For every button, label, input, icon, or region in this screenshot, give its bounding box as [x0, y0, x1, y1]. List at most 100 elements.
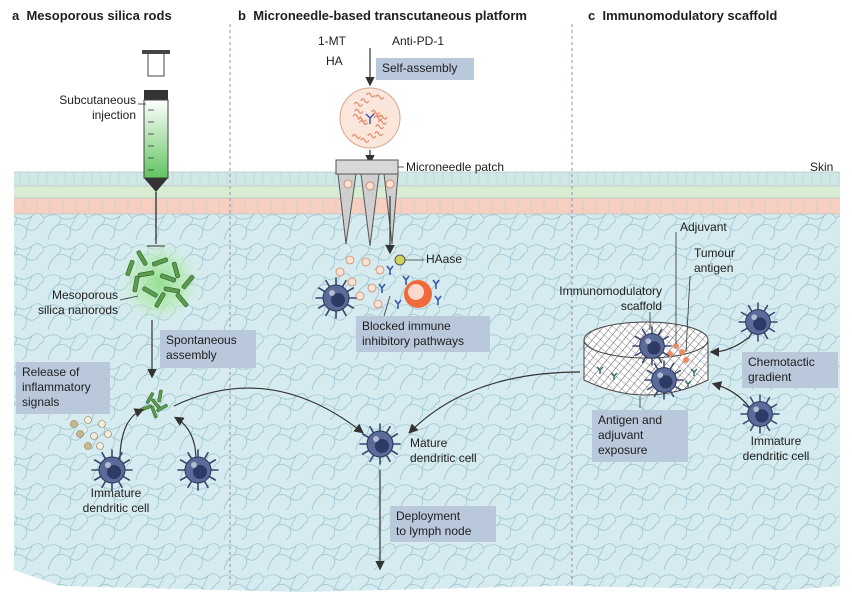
immature-dendritic-cell — [738, 302, 778, 342]
box-self-assembly: Self-assembly — [376, 58, 474, 80]
skin-layer — [14, 171, 840, 215]
nanorod-cluster — [125, 250, 195, 308]
tumour-cell — [404, 280, 432, 308]
label-anti-pd1: Anti-PD-1 — [392, 34, 445, 48]
panel-letter-a: a — [12, 8, 20, 23]
panel-title-b: Microneedle-based transcutaneous platfor… — [253, 8, 527, 23]
label-subcutaneous-injection: Subcutaneous injection — [59, 93, 136, 122]
nanorod-glow — [116, 238, 204, 326]
released-particle — [345, 255, 355, 265]
antibody — [394, 299, 402, 309]
nanorod — [142, 286, 158, 298]
box-deployment: Deployment to lymph node — [390, 506, 496, 542]
released-particle — [355, 291, 365, 301]
leader-blocked — [383, 295, 391, 317]
label-immature-dc-c: Immature dendritic cell — [742, 434, 810, 463]
label-1mt: 1-MT — [318, 34, 346, 48]
antigen — [596, 366, 604, 374]
released-particle — [347, 277, 357, 287]
panel-letter-b: b — [238, 8, 246, 23]
immature-dendritic-cell — [177, 449, 219, 491]
signal-molecule — [76, 430, 84, 438]
antibody — [402, 275, 410, 285]
nanorod — [132, 275, 140, 293]
label-adjuvant: Adjuvant — [680, 220, 727, 234]
box-spontaneous-assembly: Spontaneous assembly — [160, 330, 256, 368]
label-tumour-antigen: Tumour antigen — [694, 246, 735, 275]
panel-title-c: Immunomodulatory scaffold — [602, 8, 778, 23]
released-particle — [367, 283, 377, 293]
label-immuno-scaffold: Immunomodulatory scaffold — [559, 284, 662, 313]
nanorod — [154, 292, 166, 308]
antibody — [434, 295, 442, 305]
arrow-a-to-mature — [173, 387, 364, 434]
immature-dendritic-cell — [740, 394, 780, 434]
nanorod — [163, 286, 181, 294]
dendritic-cell — [632, 326, 672, 366]
label-ha: HA — [326, 54, 343, 68]
nanorod — [137, 270, 155, 278]
leader-nanorods — [119, 295, 139, 301]
box-release-signals: Release of inflammatory signals — [16, 362, 110, 414]
panel-a-header: a Mesoporous silica rods — [12, 8, 172, 23]
signal-molecule — [104, 430, 112, 438]
tissue-region — [14, 212, 840, 592]
panel-b-header: b Microneedle-based transcutaneous platf… — [238, 8, 527, 23]
arrow-a-right — [173, 416, 197, 461]
dendritic-cell — [315, 277, 357, 319]
label-mesoporous-nanorods: Mesoporous silica nanorods — [37, 288, 118, 317]
label-mature-dc: Mature dendritic cell — [410, 436, 477, 465]
leader-antigen — [685, 275, 691, 353]
haase-enzyme — [394, 254, 424, 266]
antibody — [432, 279, 440, 289]
nanorod — [156, 403, 168, 413]
box-antigen-exposure: Antigen and adjuvant exposure — [592, 410, 688, 462]
mature-dendritic-cell — [359, 423, 401, 465]
label-skin: Skin — [810, 160, 834, 174]
adjuvant-bead — [673, 343, 679, 349]
nanorod — [150, 405, 158, 419]
adjuvant-bead — [683, 357, 689, 363]
label-haase: HAase — [426, 252, 463, 266]
dendritic-cells — [91, 277, 780, 491]
signal-molecule — [70, 420, 78, 428]
antibody — [378, 283, 386, 293]
label-microneedle-patch: Microneedle patch — [406, 160, 505, 174]
panel-c-header: c Immunomodulatory scaffold — [588, 8, 777, 23]
nanorod — [151, 257, 169, 267]
signal-molecule — [84, 416, 92, 424]
released-particles — [335, 255, 385, 309]
signal-molecule — [98, 420, 106, 428]
signal-molecule — [90, 432, 98, 440]
signal-molecule — [84, 442, 92, 450]
adjuvant-bead — [667, 351, 673, 357]
antigen — [684, 380, 692, 388]
self-assembled-particle — [339, 87, 401, 149]
arrow-c-to-mature — [408, 371, 581, 434]
syringe — [142, 50, 170, 247]
released-particle — [335, 267, 345, 277]
nanorod — [145, 392, 155, 404]
nanorod — [172, 261, 180, 279]
released-particle — [361, 257, 371, 267]
arrow-c-immature — [711, 381, 751, 409]
dendritic-cell — [644, 360, 684, 400]
released-particle — [373, 299, 383, 309]
antibody — [386, 265, 394, 275]
antigen — [610, 372, 618, 380]
antigen — [690, 368, 698, 376]
released-particle — [375, 265, 385, 275]
nanorod — [125, 259, 135, 277]
immature-dendritic-cell — [91, 449, 133, 491]
label-immature-dc-a: Immature dendritic cell — [82, 486, 150, 515]
nanorod — [157, 389, 163, 403]
box-chemotactic: Chemotactic gradient — [742, 352, 838, 388]
antibodies — [378, 265, 442, 309]
signal-molecule — [96, 442, 104, 450]
panel-title-a: Mesoporous silica rods — [26, 8, 172, 23]
adjuvant-bead — [679, 349, 685, 355]
nanorod — [136, 250, 148, 266]
box-blocked-pathways: Blocked immune inhibitory pathways — [356, 316, 490, 352]
